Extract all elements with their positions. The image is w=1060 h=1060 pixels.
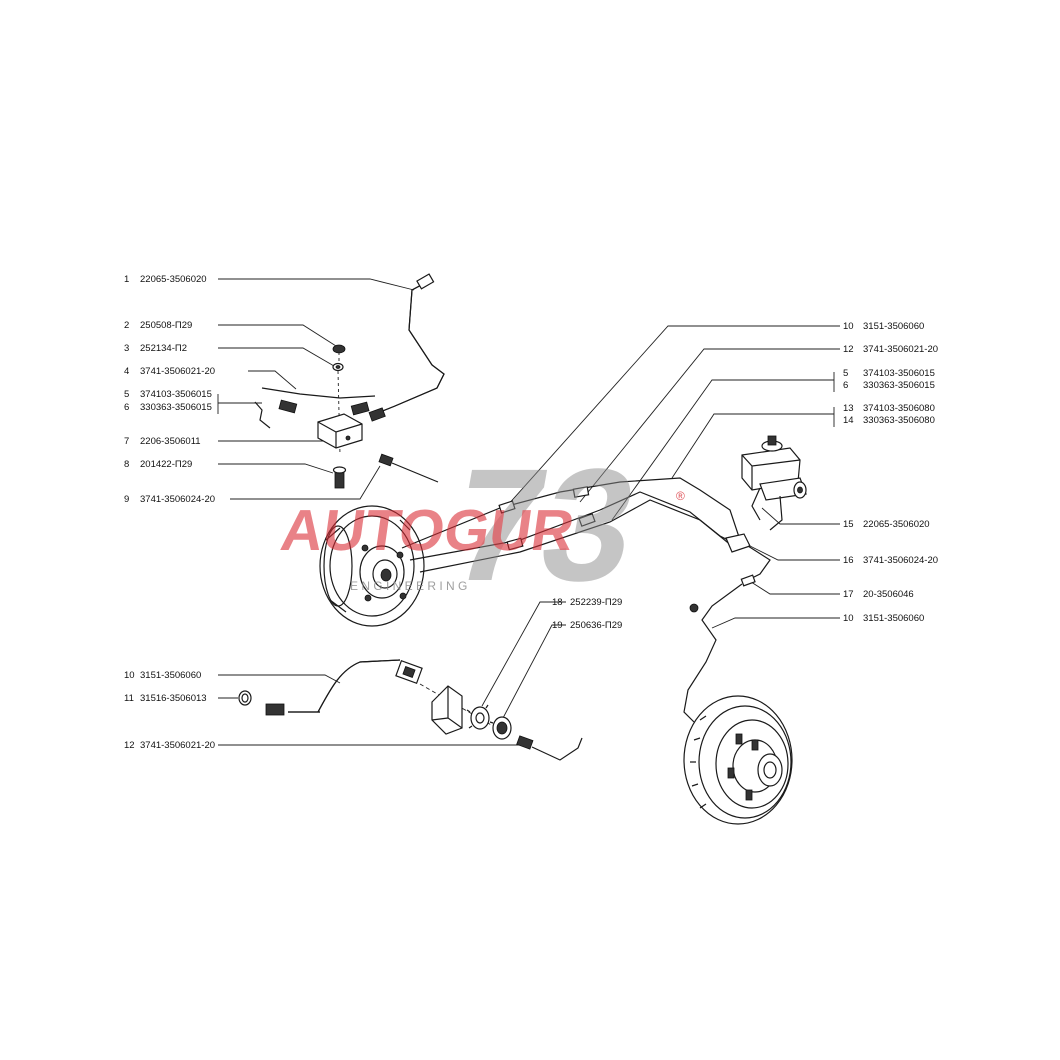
svg-text:3151-3506060: 3151-3506060 (140, 670, 201, 681)
svg-text:2: 2 (124, 320, 129, 331)
svg-text:250636-П29: 250636-П29 (570, 620, 622, 631)
svg-text:6: 6 (843, 380, 848, 391)
callouts-bottom: 10 3151-3506060 11 31516-3506013 12 3741… (124, 670, 520, 751)
svg-text:10: 10 (843, 321, 854, 332)
callout-3: 3 252134-П2 (124, 343, 335, 367)
callout-19: 19 250636-П29 (502, 620, 622, 719)
svg-text:4: 4 (124, 366, 129, 377)
callout-8: 8 201422-П29 (124, 459, 334, 474)
callouts-left: 1 22065-3506020 2 250508-П29 3 252134-П2… (124, 274, 415, 505)
bolt-8-icon (332, 466, 347, 489)
watermark-registered: ® (676, 489, 685, 503)
callout-right-12: 12 3741-3506021-20 (579, 344, 938, 503)
callout-5-6: 5 374103-3506015 6 330363-3506015 (124, 389, 262, 414)
svg-text:22065-3506020: 22065-3506020 (140, 274, 207, 285)
svg-text:330363-3506015: 330363-3506015 (863, 380, 935, 391)
svg-text:13: 13 (843, 403, 854, 414)
svg-text:252134-П2: 252134-П2 (140, 343, 187, 354)
svg-text:250508-П29: 250508-П29 (140, 320, 192, 331)
svg-text:5: 5 (843, 368, 848, 379)
svg-text:3741-3506021-20: 3741-3506021-20 (140, 740, 215, 751)
svg-text:15: 15 (843, 519, 854, 530)
svg-text:330363-3506015: 330363-3506015 (140, 402, 212, 413)
callout-right-16: 16 3741-3506024-20 (749, 545, 938, 566)
callouts-right: 10 3151-3506060 12 3741-3506021-20 5 374… (505, 321, 938, 629)
svg-text:31516-3506013: 31516-3506013 (140, 693, 207, 704)
svg-text:6: 6 (124, 402, 129, 413)
svg-text:201422-П29: 201422-П29 (140, 459, 192, 470)
svg-text:9: 9 (124, 494, 129, 505)
svg-text:3741-3506021-20: 3741-3506021-20 (863, 344, 938, 355)
svg-text:12: 12 (124, 740, 135, 751)
svg-text:17: 17 (843, 589, 854, 600)
svg-text:20-3506046: 20-3506046 (863, 589, 914, 600)
tee-17-icon (725, 533, 771, 587)
callout-bottom-12: 12 3741-3506021-20 (124, 740, 520, 751)
svg-text:14: 14 (843, 415, 854, 426)
svg-text:11: 11 (124, 693, 134, 704)
bracket-18-19-icon (419, 683, 512, 740)
fitting-5-6-icon (278, 399, 386, 422)
washer-11-icon (238, 690, 252, 706)
washer-3-icon (332, 362, 344, 372)
callout-right-10b: 10 3151-3506060 (711, 613, 924, 629)
brake-pipe-9-icon (378, 453, 439, 483)
callout-2: 2 250508-П29 (124, 320, 337, 347)
tee-block-7-icon (317, 413, 363, 449)
svg-text:12: 12 (843, 344, 854, 355)
brake-pipe-1-icon (379, 273, 445, 413)
svg-text:374103-3506080: 374103-3506080 (863, 403, 935, 414)
callout-18: 18 252239-П29 (481, 597, 622, 707)
svg-text:1: 1 (124, 274, 129, 285)
callout-1: 1 22065-3506020 (124, 274, 415, 291)
callout-right-17: 17 20-3506046 (747, 579, 914, 600)
callout-right-15: 15 22065-3506020 (761, 507, 930, 530)
svg-text:3741-3506024-20: 3741-3506024-20 (863, 555, 938, 566)
svg-text:2206-3506011: 2206-3506011 (140, 436, 201, 447)
callout-bottom-11: 11 31516-3506013 (124, 693, 238, 704)
svg-text:374103-3506015: 374103-3506015 (140, 389, 212, 400)
callout-4: 4 3741-3506021-20 (124, 366, 297, 390)
watermark-number: 73 (440, 436, 649, 615)
callout-bottom-10: 10 3151-3506060 (124, 670, 341, 684)
callout-right-5-6: 5 374103-3506015 6 330363-3506015 (611, 368, 935, 521)
brake-drum-rear-icon (683, 695, 793, 825)
master-cylinder-icon (741, 435, 807, 531)
brake-pipe-main-icon (401, 477, 745, 573)
brake-pipe-12-bottom-icon (516, 735, 583, 761)
watermark-tagline: E N G I N E E R I N G (350, 579, 467, 593)
washer-2-icon (332, 344, 346, 354)
brake-drum-front-icon (319, 505, 425, 627)
svg-text:10: 10 (124, 670, 135, 681)
svg-text:10: 10 (843, 613, 854, 624)
callout-7: 7 2206-3506011 (124, 436, 325, 447)
callout-right-13-14: 13 374103-3506080 14 330363-3506080 (671, 403, 935, 479)
svg-text:3: 3 (124, 343, 129, 354)
svg-text:3741-3506024-20: 3741-3506024-20 (140, 494, 215, 505)
svg-text:252239-П29: 252239-П29 (570, 597, 622, 608)
svg-text:16: 16 (843, 555, 854, 566)
callout-9: 9 3741-3506024-20 (124, 465, 381, 505)
svg-text:330363-3506080: 330363-3506080 (863, 415, 935, 426)
brake-hose-bottom-icon (265, 659, 423, 716)
svg-text:3741-3506021-20: 3741-3506021-20 (140, 366, 215, 377)
callout-right-10: 10 3151-3506060 (505, 321, 924, 508)
watermark-logo: 73 AUTOGUR E N G I N E E R I N G ® (277, 436, 685, 615)
brake-hose-rear-icon (683, 583, 743, 723)
svg-text:19: 19 (552, 620, 563, 631)
svg-text:22065-3506020: 22065-3506020 (863, 519, 930, 530)
svg-text:8: 8 (124, 459, 129, 470)
svg-text:7: 7 (124, 436, 129, 447)
svg-text:3151-3506060: 3151-3506060 (863, 321, 924, 332)
brake-pipe-4-icon (254, 387, 376, 429)
svg-text:3151-3506060: 3151-3506060 (863, 613, 924, 624)
callouts-middle: 18 252239-П29 19 250636-П29 (481, 597, 622, 719)
watermark-brand: AUTOGUR (277, 498, 578, 563)
svg-text:374103-3506015: 374103-3506015 (863, 368, 935, 379)
svg-text:5: 5 (124, 389, 129, 400)
svg-text:18: 18 (552, 597, 563, 608)
